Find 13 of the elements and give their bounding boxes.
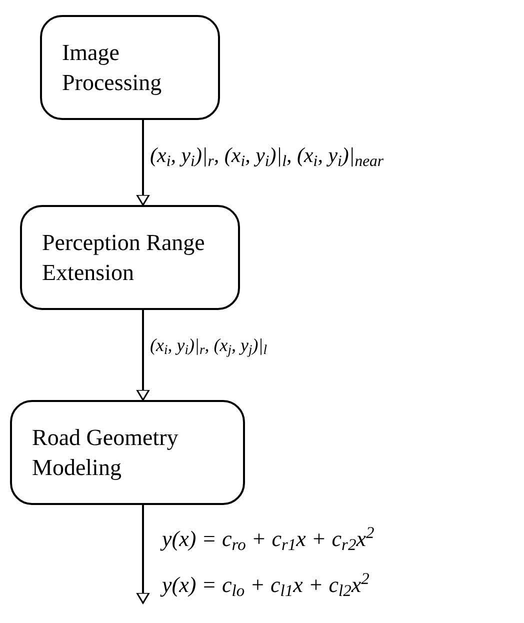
arrow: [136, 310, 150, 401]
process-box: [10, 400, 245, 505]
process-box: [20, 205, 240, 310]
box-text: Image Processing: [62, 38, 163, 97]
edge-label: (x$_{i}$, y$_{i}$)|$_{r}$, (x$_{i}$, y$_{i}$)|$_{l}$, (x$_{i}$, y$_{i}$)|$_{near}$: [150, 142, 384, 172]
equation: y(x) = c$_{lo}$ + c$_{l1}$x + c$_{l2}$x$^{2}$: [162, 568, 370, 601]
box-text: Perception Range Extension: [42, 228, 206, 286]
edge-label: y(x) = c$_{ro}$ + c$_{r1}$x + c$_{r2}$x$^{2}$: [162, 522, 374, 555]
arrow: [136, 120, 150, 206]
arrow: [136, 505, 150, 604]
edge-label: (x$_{i}$, y$_{i}$)|$_{r}$, (x$_{j}$, y$_{j}$)|$_{l}$: [150, 334, 267, 359]
box-text: Road Geometry Modeling: [32, 424, 180, 482]
process-box: [40, 15, 220, 120]
